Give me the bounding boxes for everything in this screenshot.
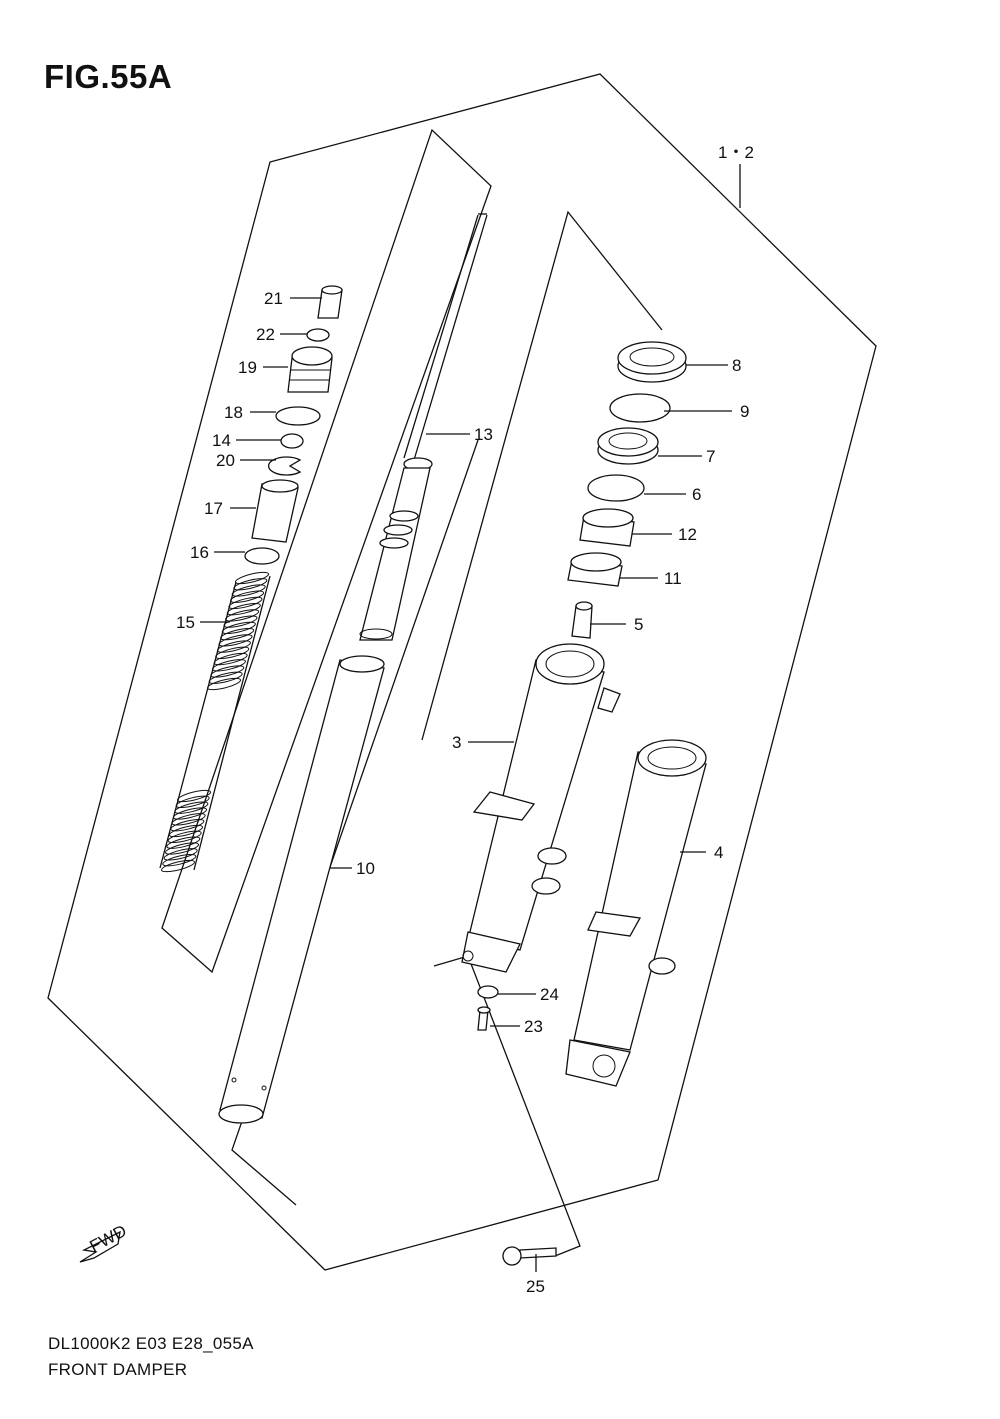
part-8-dust-seal[interactable] xyxy=(617,341,687,383)
callout-7: 7 xyxy=(706,447,715,466)
part-13-damper-rod[interactable] xyxy=(359,213,488,641)
callout-20: 20 xyxy=(216,451,235,470)
part-6-washer[interactable] xyxy=(587,474,645,502)
part-9-stopper-ring[interactable] xyxy=(609,393,671,423)
svg-text:FWD: FWD xyxy=(87,1221,130,1256)
callout-17: 17 xyxy=(204,499,223,518)
leader-lines xyxy=(200,164,741,1272)
model-code: DL1000K2 E03 E28_055A xyxy=(48,1334,254,1353)
callout-22: 22 xyxy=(256,325,275,344)
part-20-retainer[interactable] xyxy=(268,456,302,476)
part-5-oil-lock-piece[interactable] xyxy=(571,601,593,639)
part-25-axle-bolt[interactable] xyxy=(502,1246,557,1266)
callout-assembly: 1・2 xyxy=(718,143,754,162)
callout-10: 10 xyxy=(356,859,375,878)
callout-18: 18 xyxy=(224,403,243,422)
callout-12: 12 xyxy=(678,525,697,544)
part-3-outer-tube[interactable] xyxy=(461,643,621,973)
callout-9: 9 xyxy=(740,402,749,421)
part-24-washer[interactable] xyxy=(477,985,499,999)
assembly-frame-outer xyxy=(47,73,877,1271)
inner-frame-tube xyxy=(231,439,479,1206)
callout-16: 16 xyxy=(190,543,209,562)
part-22-o-ring[interactable] xyxy=(306,328,330,342)
inner-frame-outer-tubes xyxy=(421,210,663,741)
callout-4: 4 xyxy=(714,843,723,862)
part-21-adjuster[interactable] xyxy=(317,285,343,319)
callout-24: 24 xyxy=(540,985,559,1004)
part-10-inner-tube[interactable] xyxy=(218,655,385,1124)
inner-frame-axle-bolt xyxy=(433,955,581,1257)
part-18-o-ring[interactable] xyxy=(275,406,321,426)
part-14-nut[interactable] xyxy=(280,433,304,449)
part-19-cap-bolt[interactable] xyxy=(287,346,333,393)
callout-6: 6 xyxy=(692,485,701,504)
callout-8: 8 xyxy=(732,356,741,375)
callout-23: 23 xyxy=(524,1017,543,1036)
part-16-washer[interactable] xyxy=(244,547,280,565)
callout-19: 19 xyxy=(238,358,257,377)
callout-13: 13 xyxy=(474,425,493,444)
callout-5: 5 xyxy=(634,615,643,634)
callout-labels: 1・2 21 22 19 18 14 20 17 16 15 13 10 8 9… xyxy=(176,143,754,1296)
callout-21: 21 xyxy=(264,289,283,308)
callout-15: 15 xyxy=(176,613,195,632)
part-17-spacer[interactable] xyxy=(251,479,299,543)
callout-14: 14 xyxy=(212,431,231,450)
fwd-direction-arrow: FWD xyxy=(79,1221,130,1263)
figure-title: FIG.55A xyxy=(44,58,173,95)
part-12-guide-metal[interactable] xyxy=(579,508,635,547)
part-15-spring[interactable] xyxy=(159,570,271,874)
callout-11: 11 xyxy=(664,569,682,588)
callout-3: 3 xyxy=(452,733,461,752)
part-23-bolt[interactable] xyxy=(477,1006,491,1031)
part-4-outer-tube[interactable] xyxy=(565,739,707,1087)
part-11-slide-metal[interactable] xyxy=(567,552,623,587)
inner-frame-internals xyxy=(161,128,492,974)
callout-25: 25 xyxy=(526,1277,545,1296)
section-name: FRONT DAMPER xyxy=(48,1360,188,1379)
part-7-oil-seal[interactable] xyxy=(597,427,659,465)
